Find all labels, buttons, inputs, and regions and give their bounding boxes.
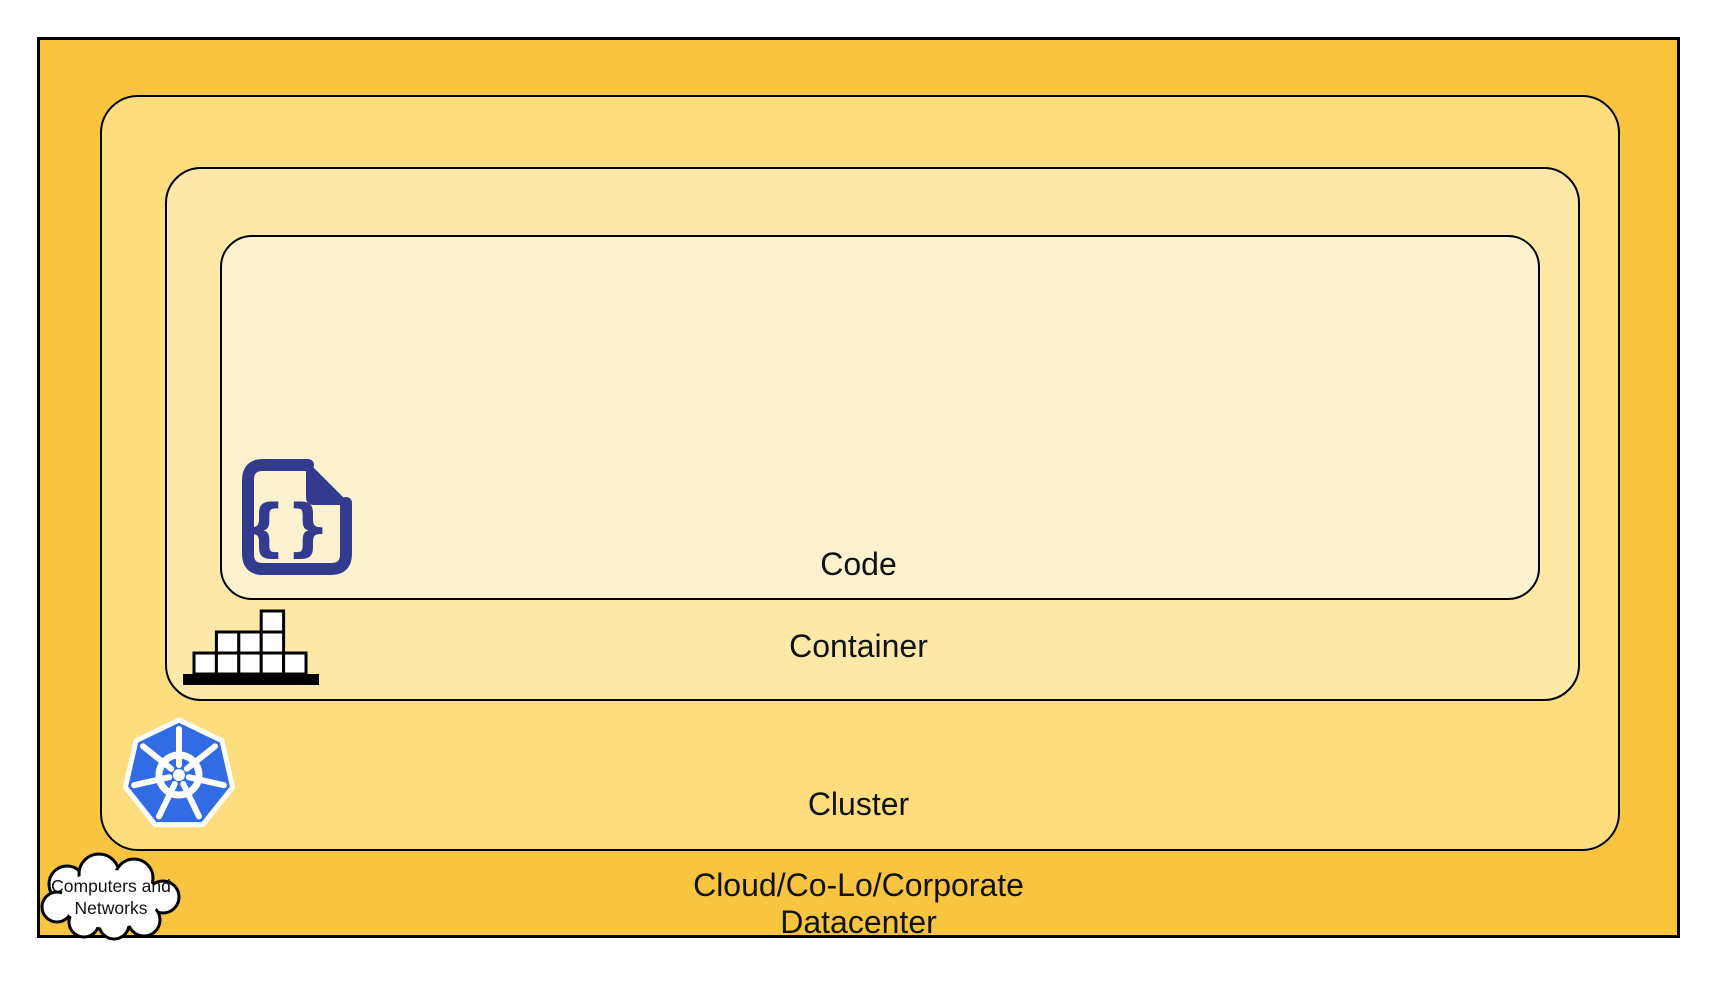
container-stack-icon — [183, 609, 319, 685]
kubernetes-icon — [122, 717, 236, 828]
kubernetes-wheel-spokes — [131, 726, 227, 820]
cloud-text-line2: Networks — [75, 898, 148, 918]
code-file-braces: {} — [242, 491, 330, 564]
kubernetes-wheel-hub — [173, 769, 185, 781]
datacenter-label-line2: Datacenter — [780, 904, 937, 940]
code-file-icon: {} — [242, 459, 352, 575]
code-file-fold — [306, 460, 351, 505]
code-file-outline — [242, 459, 352, 575]
cloud-icon: Computers and Networks — [40, 852, 181, 941]
container-blocks — [192, 609, 308, 676]
cloud-body — [61, 870, 159, 928]
code-label: Code — [820, 546, 897, 582]
cluster-label: Cluster — [807, 786, 910, 822]
container-label: Container — [789, 628, 928, 664]
kubernetes-wheel-ring — [155, 751, 203, 799]
container-base-bar — [183, 674, 319, 685]
cloud-text-line1: Computers and — [51, 876, 171, 896]
datacenter-label-line1: Cloud/Co-Lo/Corporate — [693, 867, 1024, 903]
code-box — [220, 235, 1540, 600]
